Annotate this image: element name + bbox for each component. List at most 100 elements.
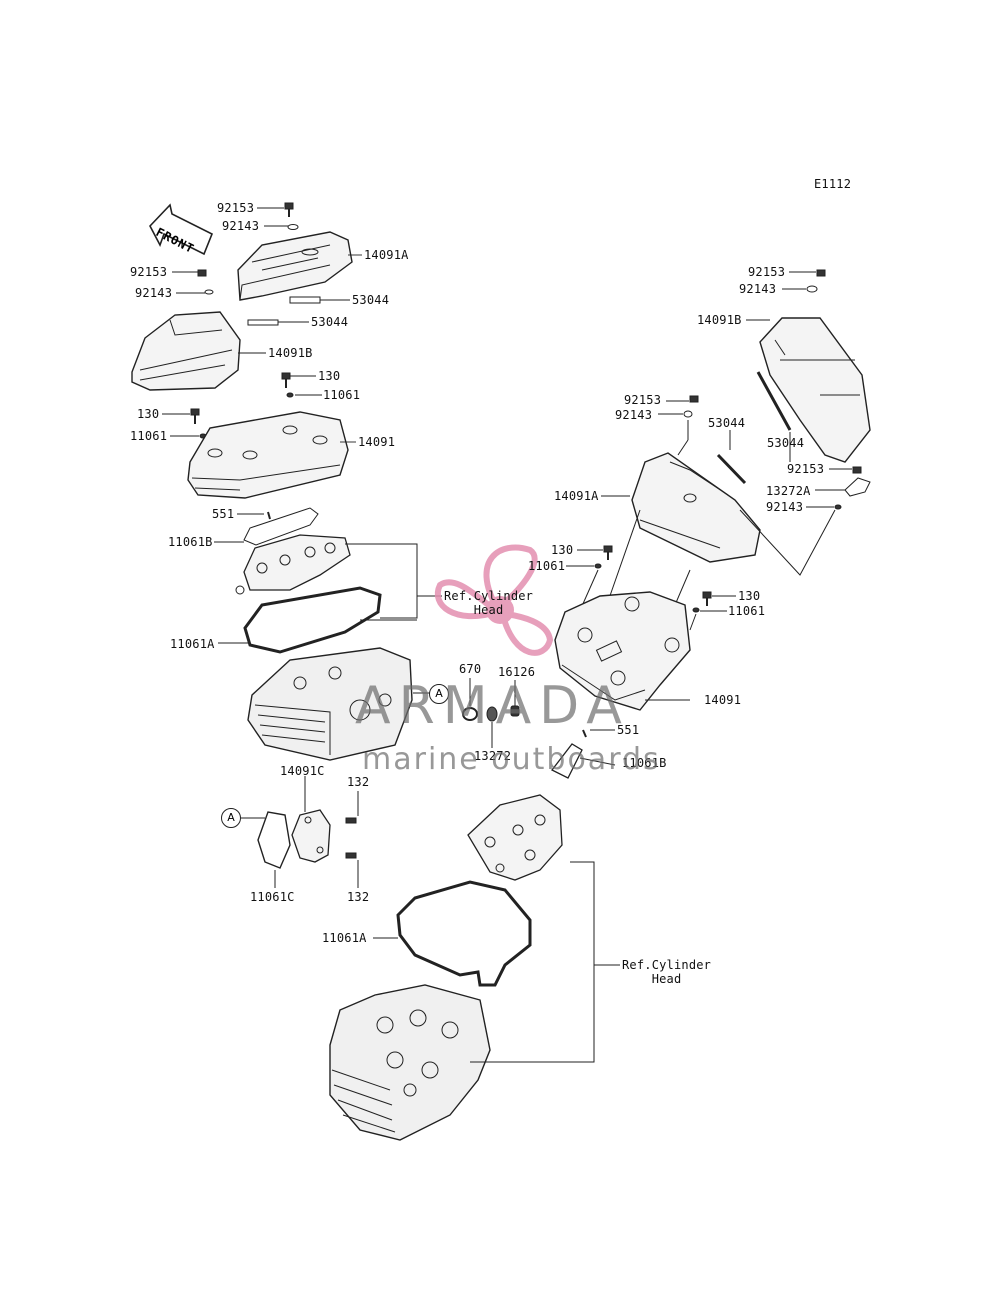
- label-92143: 92143: [766, 500, 804, 514]
- head-cover-14091-right: [554, 591, 691, 711]
- label-551: 551: [212, 507, 235, 521]
- label-11061: 11061: [323, 388, 361, 402]
- pin-551-left: [267, 511, 271, 520]
- cylinder-head-right: [329, 984, 491, 1141]
- label-53044: 53044: [311, 315, 349, 329]
- label-92143: 92143: [739, 282, 777, 296]
- label-13272: 13272: [474, 749, 512, 763]
- label-53044: 53044: [708, 416, 746, 430]
- label-53044: 53044: [352, 293, 390, 307]
- label-130: 130: [318, 369, 341, 383]
- label-132: 132: [347, 890, 370, 904]
- bolt-132-b: [345, 852, 357, 859]
- seal-11061-left-a: [286, 392, 294, 398]
- rocker-holder-left: [235, 534, 351, 595]
- bolt-130-right-a: [603, 545, 613, 560]
- ref-cylinder-head-left: Ref.Cylinder Head: [444, 589, 534, 617]
- washer-92143-right-b: [683, 410, 693, 418]
- label-92153: 92153: [217, 201, 255, 215]
- bolt-92153-right-c: [852, 466, 862, 474]
- leader-lines-right-labels: [566, 271, 852, 612]
- washer-92143-left: [287, 224, 299, 230]
- pin-53044-upper: [289, 296, 321, 304]
- circle-ref-a-2: A: [221, 808, 241, 828]
- label-11061A: 11061A: [322, 931, 367, 945]
- bolt-132-a: [345, 817, 357, 824]
- pin-53044-right-b: [716, 453, 747, 485]
- pin-53044-lower: [247, 319, 279, 326]
- cover-14091B-right: [759, 317, 871, 463]
- label-14091B: 14091B: [268, 346, 313, 360]
- gasket-11061B-right: [551, 743, 583, 779]
- circle-ref-a: A: [429, 684, 449, 704]
- label-92153: 92153: [748, 265, 786, 279]
- gasket-11061A-right: [396, 880, 532, 987]
- gasket-11061A-left: [243, 586, 382, 654]
- watermark-brand: ARMADA: [355, 676, 630, 736]
- bolt-92153-left: [284, 202, 294, 217]
- label-670: 670: [459, 662, 482, 676]
- label-92143: 92143: [222, 219, 260, 233]
- label-130: 130: [738, 589, 761, 603]
- label-130: 130: [551, 543, 574, 557]
- label-92143: 92143: [615, 408, 653, 422]
- ref-cylinder-head-right: Ref.Cylinder Head: [622, 958, 712, 986]
- label-132: 132: [347, 775, 370, 789]
- label-92153: 92153: [787, 462, 825, 476]
- label-14091C: 14091C: [280, 764, 325, 778]
- label-14091A: 14091A: [364, 248, 409, 262]
- pin-551-right: [582, 729, 587, 738]
- bolt-92153-right-a: [816, 269, 826, 277]
- cover-14091A-left: [237, 231, 353, 301]
- label-92153: 92153: [624, 393, 662, 407]
- ref-bracket-left: [345, 543, 418, 619]
- label-11061: 11061: [528, 559, 566, 573]
- bolt-130-left-a: [281, 372, 291, 388]
- bolt-92153-left-b: [197, 269, 207, 277]
- cover-14091B-left: [131, 311, 241, 391]
- label-53044: 53044: [767, 436, 805, 450]
- ref-bracket-right: [470, 861, 595, 1063]
- label-11061B: 11061B: [168, 535, 213, 549]
- label-130: 130: [137, 407, 160, 421]
- watermark-tagline: marine outboards: [362, 742, 661, 777]
- diagram-code: E1112: [814, 177, 852, 191]
- label-11061B: 11061B: [622, 756, 667, 770]
- label-551: 551: [617, 723, 640, 737]
- label-16126: 16126: [498, 665, 536, 679]
- rocker-holder-right: [467, 794, 563, 881]
- gasket-11061C: [257, 811, 291, 869]
- gasket-11061B-left: [243, 507, 319, 546]
- watermark-logo-icon: [435, 544, 554, 656]
- bolt-92153-right-b: [689, 395, 699, 403]
- label-11061C: 11061C: [250, 890, 295, 904]
- head-cover-14091-left: [187, 411, 349, 499]
- label-11061: 11061: [728, 604, 766, 618]
- label-11061: 11061: [130, 429, 168, 443]
- label-14091: 14091: [358, 435, 396, 449]
- cylinder-head-left: [247, 647, 413, 761]
- washer-92143-left-b: [204, 289, 214, 295]
- bracket-13272A: [844, 477, 871, 497]
- seal-11061-right-a: [594, 563, 602, 569]
- cover-14091C: [291, 809, 331, 863]
- bolt-130-left-b: [190, 408, 200, 424]
- leader-lines-right: [739, 509, 836, 576]
- washer-92143-right-a: [806, 285, 818, 293]
- gasket-13272: [486, 706, 498, 722]
- pin-53044-right-a: [756, 371, 792, 431]
- washer-92143-right-c: [834, 504, 842, 510]
- label-14091: 14091: [704, 693, 742, 707]
- leader-lines-left: [162, 207, 362, 644]
- label-92143: 92143: [135, 286, 173, 300]
- bolt-130-right-b: [702, 591, 712, 606]
- oring-670: [462, 707, 478, 721]
- label-14091B: 14091B: [697, 313, 742, 327]
- label-14091A: 14091A: [554, 489, 599, 503]
- front-arrow-icon: [149, 203, 214, 256]
- label-13272A: 13272A: [766, 484, 811, 498]
- label-11061A: 11061A: [170, 637, 215, 651]
- cover-14091A-right: [631, 452, 761, 563]
- label-92153: 92153: [130, 265, 168, 279]
